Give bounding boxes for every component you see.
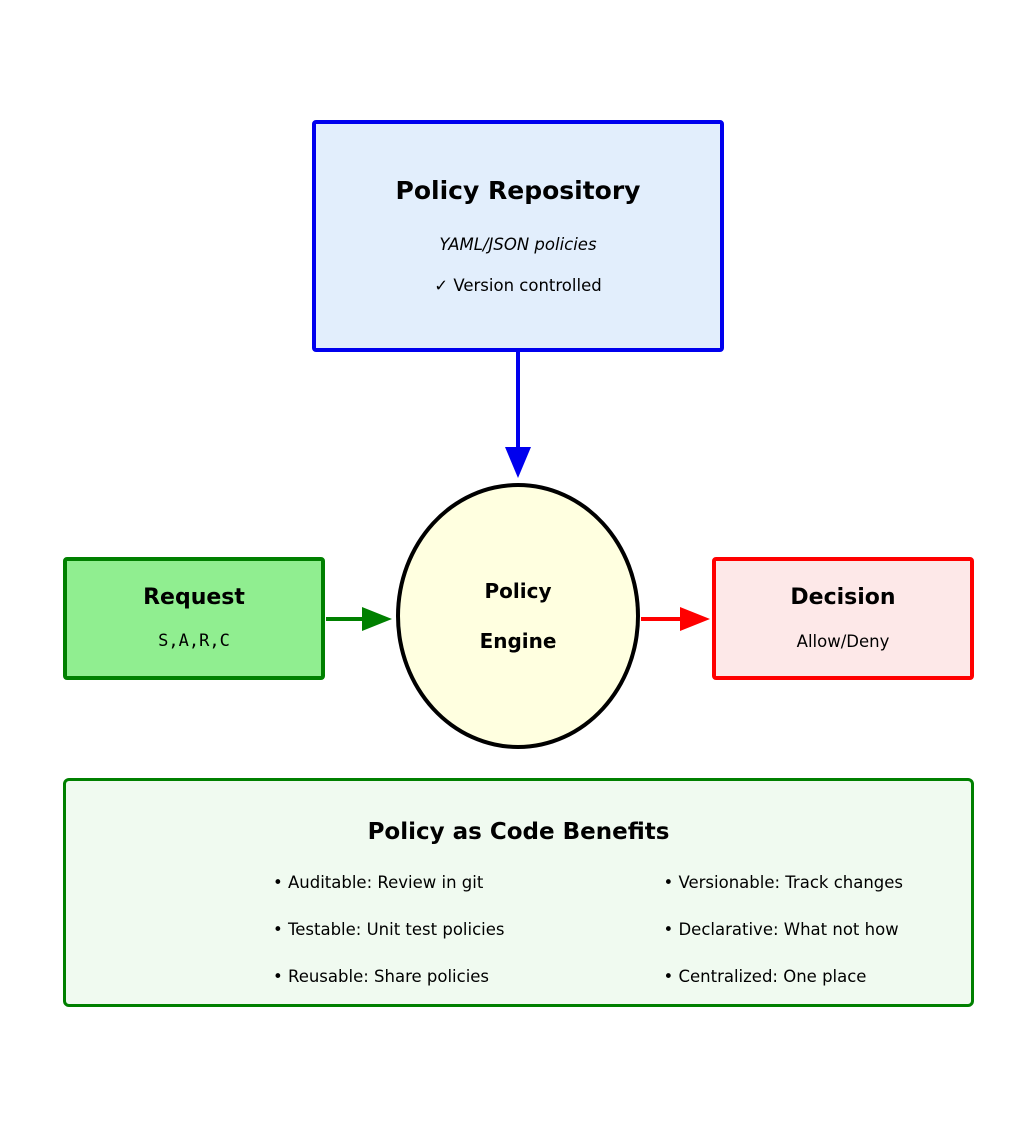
- benefits-grid: • Auditable: Review in git • Versionable…: [66, 873, 971, 986]
- benefits-left-column: • Testable: Unit test policies: [66, 920, 519, 939]
- request-title: Request: [143, 585, 245, 611]
- benefit-item: • Testable: Unit test policies: [273, 920, 505, 939]
- benefits-left-column: • Auditable: Review in git: [66, 873, 519, 892]
- policy-repository-title: Policy Repository: [395, 176, 641, 206]
- decision-subtitle: Allow/Deny: [796, 631, 890, 651]
- arrow-engine-to-decision-icon: [641, 607, 710, 631]
- arrow-repository-to-engine-icon: [505, 352, 531, 478]
- benefits-title: Policy as Code Benefits: [367, 819, 670, 845]
- benefit-item: • Reusable: Share policies: [273, 967, 490, 986]
- policy-engine-line-2: Engine: [479, 629, 557, 653]
- benefits-right-column: • Centralized: One place: [519, 967, 972, 986]
- policy-repository-formats: YAML/JSON policies: [439, 234, 597, 254]
- decision-node: Decision Allow/Deny: [712, 557, 974, 680]
- benefits-right-column: • Versionable: Track changes: [519, 873, 972, 892]
- request-node: Request S,A,R,C: [63, 557, 325, 680]
- benefits-left-column: • Reusable: Share policies: [66, 967, 519, 986]
- policy-repository-version-controlled: ✓ Version controlled: [434, 275, 602, 295]
- arrow-request-to-engine-icon: [326, 607, 392, 631]
- benefits-panel: Policy as Code Benefits • Auditable: Rev…: [63, 778, 974, 1007]
- benefits-right-column: • Declarative: What not how: [519, 920, 972, 939]
- policy-engine-line-1: Policy: [484, 579, 552, 603]
- benefit-item: • Auditable: Review in git: [273, 873, 484, 892]
- benefit-item: • Declarative: What not how: [663, 920, 899, 939]
- policy-engine-node: Policy Engine: [396, 483, 640, 749]
- benefit-item: • Centralized: One place: [663, 967, 867, 986]
- request-subtitle: S,A,R,C: [158, 631, 230, 652]
- policy-repository-node: Policy Repository YAML/JSON policies ✓ V…: [312, 120, 724, 352]
- decision-title: Decision: [790, 585, 896, 611]
- benefit-item: • Versionable: Track changes: [663, 873, 904, 892]
